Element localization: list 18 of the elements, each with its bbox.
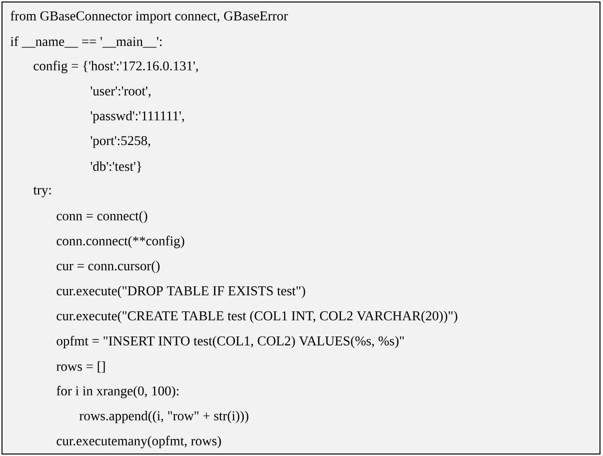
code-line: 'passwd':'111111', [90, 110, 184, 124]
code-line: cur = conn.cursor() [56, 260, 160, 274]
code-line: config = {'host':'172.16.0.131', [34, 60, 198, 74]
code-line: conn.connect(**config) [56, 236, 184, 248]
code-line: if __name__ == '__main__': [10, 36, 162, 48]
code-line: 'db':'test'} [90, 161, 142, 173]
code-line: cur.execute("CREATE TABLE test (COL1 INT, COL2 VARCHAR(20))") [56, 310, 458, 324]
code-line: rows = [] [56, 361, 105, 373]
code-line: for i in xrange(0, 100): [56, 386, 178, 398]
code-line: 'user':'root', [90, 86, 150, 98]
code-line: opfmt = "INSERT INTO test(COL1, COL2) VALUES(%s, %s)" [56, 336, 404, 348]
code-line: conn = connect() [56, 210, 148, 224]
code-line: cur.execute("DROP TABLE IF EXISTS test") [56, 286, 306, 298]
code-line: rows.append((i, "row" + str(i))) [79, 410, 248, 424]
code-line: try: [33, 186, 51, 198]
code-line: from GBaseConnector import connect, GBaseError [10, 10, 288, 24]
code-line: cur.executemany(opfmt, rows) [56, 436, 221, 448]
code-line: 'port':5258, [90, 136, 150, 148]
